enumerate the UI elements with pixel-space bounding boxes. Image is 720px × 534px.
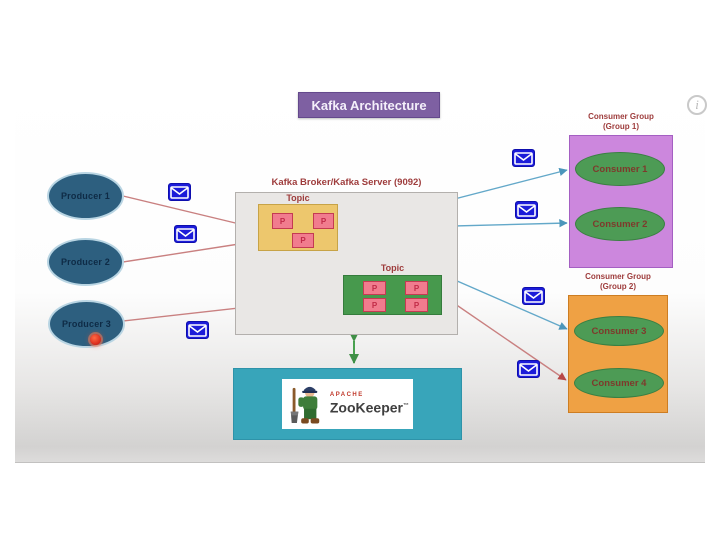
producer-3-node: Producer 3	[48, 300, 125, 348]
info-icon[interactable]: i	[687, 95, 707, 115]
consumer-group-1-title: Consumer Group (Group 1)	[555, 112, 687, 132]
topic-1-box: P P P	[258, 204, 338, 251]
zookeeper-wordmark: APACHE ZooKeeper™	[330, 392, 409, 416]
zookeeper-box: APACHE ZooKeeper™	[233, 368, 462, 440]
topic-2-label: Topic	[380, 263, 405, 273]
consumer-1-node: Consumer 1	[575, 152, 665, 186]
group-subtitle-line: (Group 1)	[603, 122, 639, 131]
partition: P	[405, 298, 428, 312]
group-title-line: Consumer Group	[588, 112, 654, 121]
trademark-symbol: ™	[403, 403, 409, 410]
topic-2-box: P P P P	[343, 275, 442, 315]
producer-1-node: Producer 1	[47, 172, 124, 220]
partition: P	[292, 233, 314, 248]
group-subtitle-line: (Group 2)	[600, 282, 636, 291]
message-icon	[512, 149, 535, 167]
apache-label: APACHE	[329, 392, 364, 399]
broker-title: Kafka Broker/Kafka Server (9092)	[271, 177, 422, 188]
partition: P	[405, 281, 428, 295]
topic2-to-consumer4-line	[441, 294, 567, 381]
producer1-to-topic1-line	[122, 195, 253, 230]
message-icon	[522, 287, 545, 305]
message-icon	[174, 225, 197, 243]
consumer-2-node: Consumer 2	[575, 207, 665, 241]
zookeeper-mascot-icon	[290, 386, 320, 424]
producer2-to-topic1-line	[122, 239, 253, 263]
partition: P	[313, 213, 334, 229]
partition: P	[363, 281, 386, 295]
cursor-click-indicator	[90, 334, 101, 345]
group-title-line: Consumer Group	[585, 272, 651, 281]
zookeeper-label: ZooKeeper™	[330, 399, 409, 416]
partition: P	[272, 213, 293, 229]
topic-1-label: Topic	[286, 193, 310, 203]
consumer-4-node: Consumer 4	[574, 368, 664, 398]
zookeeper-name-text: ZooKeeper	[329, 399, 403, 416]
message-icon	[515, 201, 538, 219]
consumer-group-2-title: Consumer Group (Group 2)	[552, 272, 684, 292]
message-icon	[186, 321, 209, 339]
partition: P	[363, 298, 386, 312]
zookeeper-logo: APACHE ZooKeeper™	[282, 379, 413, 429]
producer-2-node: Producer 2	[47, 238, 124, 286]
message-icon	[517, 360, 540, 378]
consumer-3-node: Consumer 3	[574, 316, 664, 346]
page-title: Kafka Architecture	[298, 92, 440, 118]
message-icon	[168, 183, 191, 201]
